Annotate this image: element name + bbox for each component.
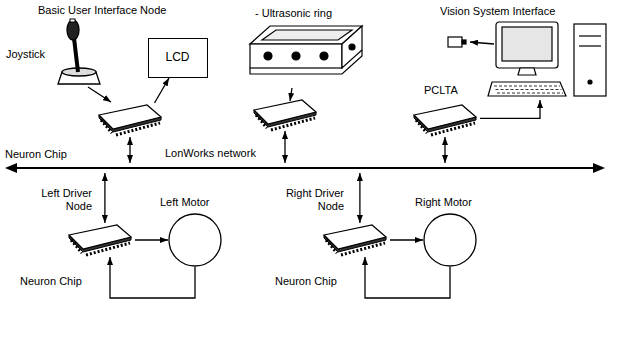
pclta-chip-outline (410, 103, 480, 137)
ultrasonic-ring-outline (240, 24, 365, 86)
joystick-wire (88, 87, 111, 102)
joystick-icon (58, 19, 100, 84)
node-label: Left Motor (160, 196, 210, 209)
motor-circle-outline (423, 213, 477, 267)
chip-pins (86, 243, 130, 255)
node-label: Right Motor (415, 196, 472, 209)
network-bus: LonWorks network (5, 163, 605, 173)
node-label: LonWorks network (165, 147, 256, 160)
node-label: Neuron Chip (275, 275, 337, 288)
chip-pins (416, 120, 427, 133)
chip-pins (341, 243, 385, 255)
neuron-chip: Neuron Chip (95, 103, 165, 137)
connector (359, 173, 360, 223)
connector (390, 239, 423, 240)
bus-arrowhead (5, 163, 17, 173)
driver-chip: Left Driver NodeNeuron Chip (65, 223, 135, 257)
network-bus-outline (5, 163, 605, 173)
camera-wire (470, 42, 494, 44)
driver-chip: Right Driver NodeNeuron Chip (320, 223, 390, 257)
connector (480, 100, 540, 118)
node-label: Neuron Chip (20, 275, 82, 288)
group-heading: Basic User Interface Node (38, 4, 166, 17)
driver-chip-outline (320, 223, 390, 257)
neuron-chip-outline (95, 103, 165, 137)
computer-icon (488, 22, 606, 96)
connector (155, 78, 170, 103)
chip-pins (116, 123, 160, 135)
motor-outline (424, 214, 476, 266)
chip-pins (71, 240, 82, 253)
connector (104, 173, 105, 223)
ring-illustration (250, 26, 362, 74)
pclta-chip: PCLTA (410, 103, 480, 137)
ring-wire (290, 88, 292, 101)
node-label: PCLTA (424, 84, 458, 97)
motor-circle-outline (168, 213, 222, 267)
connector (129, 137, 130, 163)
node-label: Right Driver Node (268, 187, 344, 213)
lcd-box: LCD (148, 38, 208, 78)
vision-computer-outline (488, 22, 610, 100)
connector (135, 239, 168, 240)
bus-arrowhead (593, 163, 605, 173)
vision-computer: Vision System Interface (488, 22, 610, 100)
node-label: Vision System Interface (440, 5, 555, 18)
motor-circle: Left Motor (168, 213, 222, 267)
node-label: LCD (165, 51, 189, 64)
motor-outline (169, 214, 221, 266)
bus-line (15, 167, 595, 169)
chip-pins (101, 120, 112, 133)
bus-tap (284, 131, 285, 163)
node-label: - Ultrasonic ring (255, 7, 332, 20)
connector (444, 137, 445, 163)
node-label: Left Driver Node (20, 187, 92, 213)
node-label: Neuron Chip (5, 148, 67, 161)
neuron-chip (254, 100, 316, 130)
ultrasonic-ring: - Ultrasonic ring (240, 24, 365, 86)
part-name: Joystick (6, 48, 45, 61)
driver-chip-outline (65, 223, 135, 257)
motor-circle: Right Motor (423, 213, 477, 267)
chip-pins (326, 240, 337, 253)
camera-icon (448, 37, 466, 47)
chip-pins (431, 123, 475, 135)
